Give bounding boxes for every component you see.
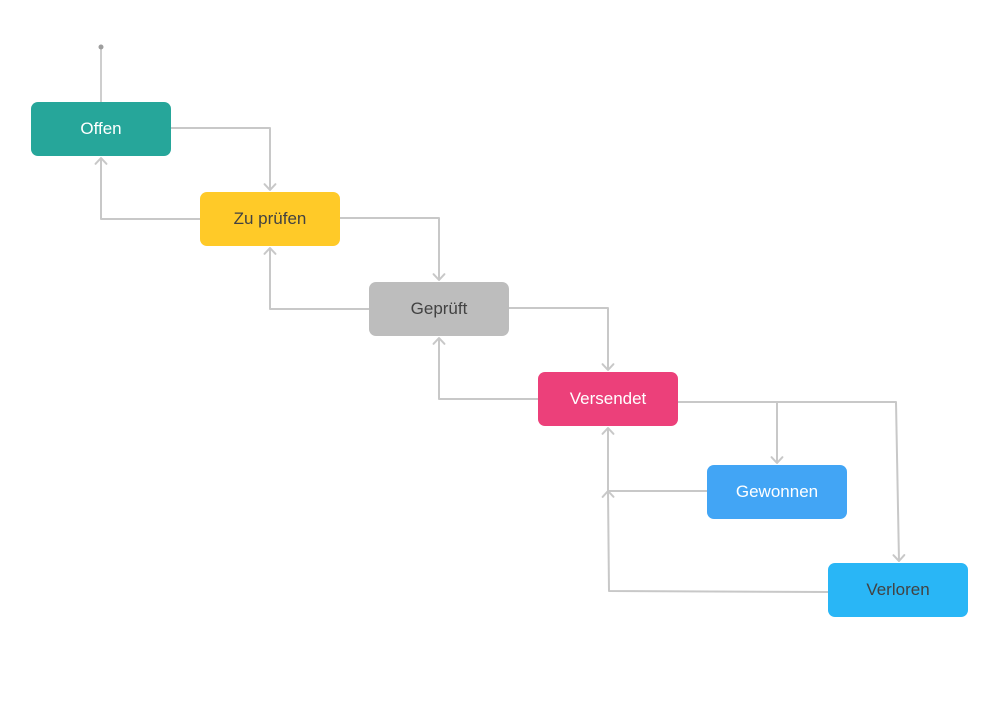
arrowhead-icon bbox=[601, 427, 615, 435]
edge-geprueft-to-versendet bbox=[509, 307, 615, 371]
status-node-zu-pruefen[interactable]: Zu prüfen bbox=[200, 192, 340, 246]
arrowhead-icon bbox=[94, 157, 108, 165]
start-point bbox=[98, 44, 104, 50]
edge-zupruefen-to-geprueft bbox=[340, 217, 446, 281]
edge-verloren-to-versendet bbox=[601, 490, 829, 593]
edge-versendet-to-verloren bbox=[777, 401, 906, 562]
status-node-gewonnen[interactable]: Gewonnen bbox=[707, 465, 847, 519]
edge-gewonnen-to-versendet bbox=[601, 427, 707, 492]
arrowhead-icon bbox=[263, 183, 277, 191]
edge-versendet-to-gewonnen bbox=[678, 401, 784, 464]
arrowhead-icon bbox=[601, 363, 615, 371]
status-node-versendet[interactable]: Versendet bbox=[538, 372, 678, 426]
status-node-verloren[interactable]: Verloren bbox=[828, 563, 968, 617]
edge-versendet-to-geprueft bbox=[432, 337, 538, 400]
arrowhead-icon bbox=[770, 456, 784, 464]
arrowhead-icon bbox=[892, 554, 906, 562]
arrowhead-icon bbox=[432, 337, 446, 345]
edge-zupruefen-to-offen bbox=[94, 157, 200, 220]
arrowhead-icon bbox=[432, 273, 446, 281]
arrowhead-icon bbox=[601, 490, 615, 498]
arrowhead-icon bbox=[263, 247, 277, 255]
status-node-geprueft[interactable]: Geprüft bbox=[369, 282, 509, 336]
edge-offen-to-zupruefen bbox=[171, 127, 277, 191]
edge-geprueft-to-zupruefen bbox=[263, 247, 369, 310]
status-node-offen[interactable]: Offen bbox=[31, 102, 171, 156]
